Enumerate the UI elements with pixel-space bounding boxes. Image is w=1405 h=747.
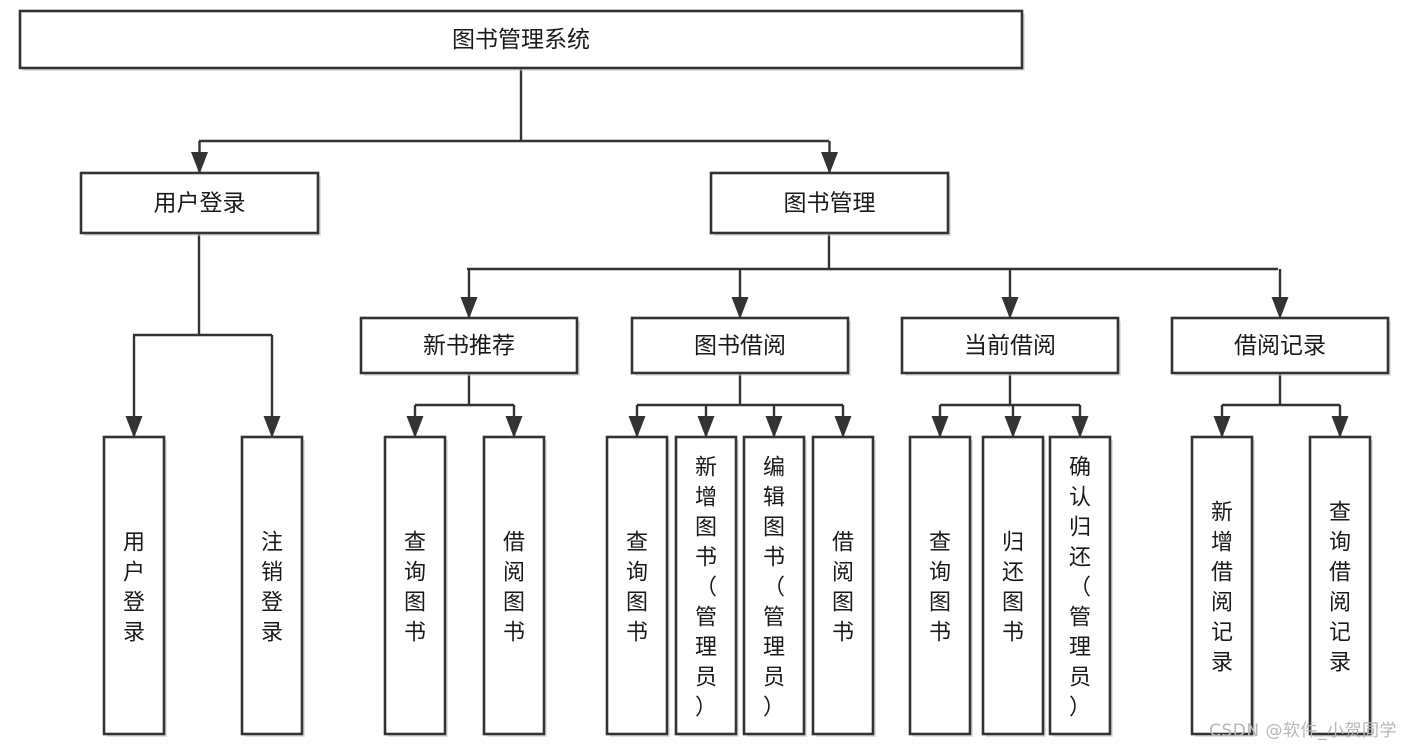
node-box bbox=[630, 316, 850, 375]
node-box bbox=[1048, 435, 1112, 736]
node-label: 用户登录 bbox=[154, 191, 246, 217]
node-book-manage[interactable]: 图书管理 bbox=[709, 171, 951, 236]
node-label: 确认归还（管理员） bbox=[1069, 456, 1091, 721]
node-leaf-borrow-book-1[interactable]: 借阅图书 bbox=[482, 435, 547, 737]
arrow-head-icon bbox=[1071, 416, 1089, 438]
node-box bbox=[981, 435, 1045, 736]
node-new-book-rec[interactable]: 新书推荐 bbox=[359, 316, 580, 376]
node-label: 新增图书（管理员） bbox=[695, 456, 717, 721]
node-label: 借阅图书 bbox=[503, 531, 525, 646]
node-box bbox=[900, 316, 1120, 375]
node-leaf-logout[interactable]: 注销登录 bbox=[240, 435, 305, 737]
node-box bbox=[383, 435, 447, 736]
arrow-head-icon bbox=[834, 416, 852, 438]
arrow-head-icon bbox=[1001, 297, 1019, 319]
arrow-head-icon bbox=[460, 297, 478, 319]
node-box bbox=[79, 171, 320, 235]
node-leaf-add-book[interactable]: 新增图书（管理员） bbox=[674, 435, 739, 737]
node-box bbox=[1308, 435, 1372, 736]
node-leaf-edit-book[interactable]: 编辑图书（管理员） bbox=[742, 435, 807, 737]
arrow-head-icon bbox=[765, 416, 783, 438]
node-book-borrow[interactable]: 图书借阅 bbox=[630, 316, 851, 376]
node-leaf-query-book-1[interactable]: 查询图书 bbox=[383, 435, 448, 737]
node-label: 图书借阅 bbox=[694, 333, 786, 359]
arrow-head-icon bbox=[125, 416, 143, 438]
arrow-head-icon bbox=[1004, 416, 1022, 438]
arrow-head-icon bbox=[505, 416, 523, 438]
node-borrow-record[interactable]: 借阅记录 bbox=[1170, 316, 1391, 376]
node-box bbox=[742, 435, 806, 736]
node-leaf-query-book-3[interactable]: 查询图书 bbox=[908, 435, 973, 737]
node-box bbox=[1190, 435, 1254, 736]
node-user-login[interactable]: 用户登录 bbox=[79, 171, 321, 236]
node-leaf-query-book-2[interactable]: 查询图书 bbox=[605, 435, 670, 737]
node-box bbox=[1170, 316, 1390, 375]
node-leaf-user-login[interactable]: 用户登录 bbox=[102, 435, 167, 737]
node-current-borrow[interactable]: 当前借阅 bbox=[900, 316, 1121, 376]
node-box bbox=[18, 9, 1024, 70]
node-leaf-confirm-return[interactable]: 确认归还（管理员） bbox=[1048, 435, 1113, 737]
arrow-head-icon bbox=[406, 416, 424, 438]
arrow-head-icon bbox=[821, 152, 838, 174]
node-label: 查询借阅记录 bbox=[1329, 501, 1351, 676]
arrow-head-icon bbox=[191, 152, 208, 174]
node-label: 图书管理 bbox=[784, 191, 876, 217]
node-box bbox=[709, 171, 950, 235]
arrow-head-icon bbox=[263, 416, 281, 438]
node-box bbox=[674, 435, 738, 736]
node-box bbox=[359, 316, 579, 375]
node-label: 注销登录 bbox=[261, 531, 283, 646]
node-root[interactable]: 图书管理系统 bbox=[18, 9, 1025, 71]
node-box bbox=[811, 435, 875, 736]
arrow-head-icon bbox=[931, 416, 949, 438]
arrow-head-icon bbox=[697, 416, 715, 438]
node-leaf-return-book[interactable]: 归还图书 bbox=[981, 435, 1046, 737]
node-leaf-add-record[interactable]: 新增借阅记录 bbox=[1190, 435, 1255, 737]
node-label: 查询图书 bbox=[404, 531, 426, 646]
connector-layer bbox=[125, 68, 1349, 438]
arrow-head-icon bbox=[1213, 416, 1231, 438]
node-label: 归还图书 bbox=[1002, 531, 1024, 646]
node-box bbox=[240, 435, 304, 736]
node-box bbox=[482, 435, 546, 736]
node-label: 查询图书 bbox=[929, 531, 951, 646]
node-label: 借阅记录 bbox=[1234, 333, 1326, 359]
node-label: 新书推荐 bbox=[423, 333, 515, 359]
node-label: 当前借阅 bbox=[964, 333, 1056, 359]
node-leaf-query-record[interactable]: 查询借阅记录 bbox=[1308, 435, 1373, 737]
arrow-head-icon bbox=[1331, 416, 1349, 438]
arrow-head-icon bbox=[1271, 297, 1289, 319]
node-box bbox=[605, 435, 669, 736]
node-label: 用户登录 bbox=[123, 531, 145, 646]
arrow-head-icon bbox=[628, 416, 646, 438]
node-label: 编辑图书（管理员） bbox=[763, 456, 785, 721]
node-layer: 图书管理系统用户登录图书管理新书推荐图书借阅当前借阅借阅记录用户登录注销登录查询… bbox=[18, 9, 1391, 737]
node-label: 新增借阅记录 bbox=[1211, 501, 1233, 676]
node-label: 借阅图书 bbox=[832, 531, 854, 646]
node-leaf-borrow-book-2[interactable]: 借阅图书 bbox=[811, 435, 876, 737]
arrow-head-icon bbox=[731, 297, 749, 319]
node-box bbox=[102, 435, 166, 736]
node-label: 图书管理系统 bbox=[452, 27, 590, 53]
node-box bbox=[908, 435, 972, 736]
node-label: 查询图书 bbox=[626, 531, 648, 646]
